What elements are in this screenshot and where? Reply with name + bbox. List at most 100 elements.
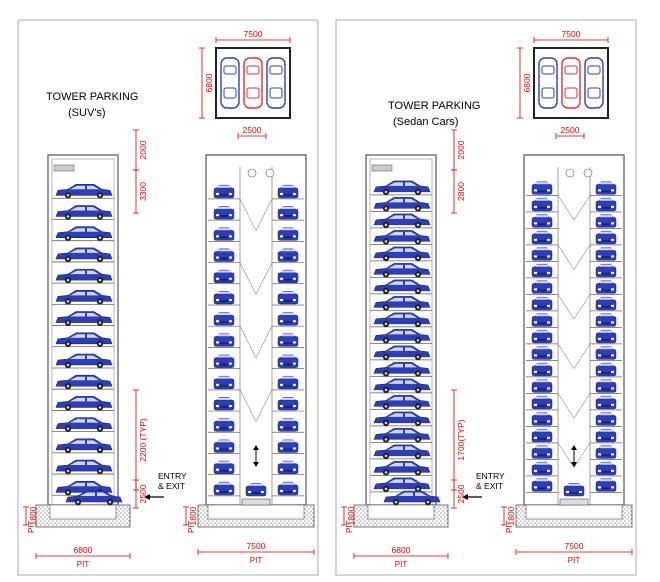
panel-0-dim-front-pit-depth: 1800 <box>183 506 198 525</box>
panel-1-plan-width-dim: 7500 <box>533 29 609 43</box>
panel-0-dim-pit-depth: 1800 <box>23 506 38 525</box>
panel-1-front-brace-a-6 <box>557 294 575 320</box>
panel-0-group: ENTRY& EXIT PIT PIT PIT PIT <box>17 19 319 576</box>
panel-1-front-brace-a-3 <box>557 244 575 270</box>
panel-0-dim-top-label: 2000 <box>138 140 148 159</box>
panel-1-bottom-right-pit: PIT <box>568 556 581 565</box>
title-suv-line1: TOWER PARKING <box>46 91 139 103</box>
title-sedan-line1: TOWER PARKING <box>388 100 481 112</box>
panel-1-front-brace-a-15 <box>557 442 575 468</box>
panel-0-front-lift-arrows <box>253 445 259 467</box>
panel-1-plan-car-rear-2 <box>587 87 601 99</box>
panel-1-entry-arrow <box>462 494 482 500</box>
panel-0-bottom-right-dim-label: 7500 <box>247 541 266 551</box>
panel-1-front-brace-a-9 <box>557 343 575 369</box>
panel-0-side-motor <box>53 164 75 172</box>
panel-1-plan-car-rear-1 <box>564 87 578 99</box>
panel-1-plan-depth-dim-label: 6800 <box>522 73 532 92</box>
panel-1-front-pit <box>525 504 623 520</box>
panel-0-side-pit <box>49 504 117 520</box>
panel-0-plan-depth-dim-label: 6800 <box>204 73 214 92</box>
panel-0-bottom-right-dim: 7500 <box>197 541 315 555</box>
panel-1-dim-second-label: 2800 <box>456 182 466 201</box>
title-sedan-line2: (Sedan Cars) <box>393 116 459 128</box>
panel-1-front-brace-b-3 <box>573 244 591 270</box>
panel-1-front-brace-b-9 <box>573 343 591 369</box>
panel-1-front-brace-b-0 <box>573 195 591 221</box>
panel-1-plan-depth-dim: 6800 <box>517 47 532 119</box>
panel-0-frame <box>17 19 319 576</box>
panel-0-entry-label-2: & EXIT <box>158 481 185 491</box>
panel-1-plan-width-dim-label: 7500 <box>562 29 581 39</box>
panel-0-front-pulley-b <box>265 168 275 178</box>
panel-1-side-pit <box>367 504 435 520</box>
panel-0-dim-bottom: 2500 <box>133 479 148 509</box>
panel-1-entry-arrow-head <box>462 494 468 500</box>
panel-0-bottom-left-dim: 6800 <box>35 545 131 559</box>
panel-0-plan-car-1 <box>243 57 263 109</box>
panel-0-entry-label-1: ENTRY <box>158 471 187 481</box>
panel-1-dim-bottom-label: 2500 <box>456 484 466 503</box>
panel-0-plan-depth-dim: 6800 <box>199 47 214 119</box>
panel-0-front-brace-b-6 <box>255 326 273 359</box>
panel-1-plan-car-0 <box>538 57 558 109</box>
panel-1-front-pit-side-label: PIT <box>505 520 514 533</box>
panel-0-dim-front-pit-depth-label: 1800 <box>188 506 198 525</box>
panel-1-front-lift-arrows <box>571 445 577 467</box>
panel-1-plan-car-window-1 <box>564 65 578 75</box>
panel-0-front-elevation <box>197 154 315 528</box>
panel-1-plan-car-2 <box>584 57 604 109</box>
panel-1-front-brace-b-15 <box>573 442 591 468</box>
panel-0-front-brace-a-0 <box>239 198 257 231</box>
panel-1-bottom-right-dim: 7500 <box>515 541 633 555</box>
panel-0-dim-second: 3300 <box>133 169 148 214</box>
panel-1-front-pulley-a <box>565 168 575 178</box>
panel-1-dim-bottom: 2500 <box>451 479 466 509</box>
panel-0-dim-typ: 2200 (TYP) <box>133 389 148 491</box>
panel-0-front-pit-side-label: PIT <box>187 520 196 533</box>
panel-1-side-elevation <box>353 154 449 528</box>
panel-0-entry-arrow-head <box>144 494 150 500</box>
panel-0-front-pulley-a <box>247 168 257 178</box>
panel-0-bottom-right-pit: PIT <box>250 556 263 565</box>
panel-0-side-elevation <box>35 154 131 528</box>
panel-1-bottom-left-dim: 6800 <box>353 545 449 559</box>
panel-0-entry-arrow <box>144 494 164 500</box>
panel-1-dim-top: 2000 <box>451 129 466 171</box>
panel-0-plan-car-window-2 <box>269 65 283 75</box>
panel-1-bottom-left-pit: PIT <box>395 560 408 569</box>
panel-0-plan-width-dim: 7500 <box>215 29 291 43</box>
panel-1-front-lift-platform <box>559 498 589 506</box>
panel-0-plan-car-window-1 <box>246 65 260 75</box>
panel-1-entry-label-2: & EXIT <box>476 481 503 491</box>
panel-1-pit-side-label: PIT <box>345 520 354 533</box>
panel-0-dim-typ-label: 2200 (TYP) <box>138 418 148 462</box>
panel-0-front-brace-b-9 <box>255 389 273 422</box>
panel-1-plan-car-1 <box>561 57 581 109</box>
panel-0-front-brace-a-3 <box>239 262 257 295</box>
panel-1-front-brace-b-6 <box>573 294 591 320</box>
panel-1-dim-typ: 1700(TYP) <box>451 389 466 491</box>
panel-0-front-brace-a-9 <box>239 389 257 422</box>
panel-1-plan-bay-dim-label: 2500 <box>561 125 580 135</box>
panel-0-bottom-left-dim-label: 6800 <box>74 545 93 555</box>
panel-1-dim-second: 2800 <box>451 169 466 214</box>
panel-1-dim-front-pit-depth: 1800 <box>501 506 516 525</box>
panel-1-entry-label-1: ENTRY <box>476 471 505 481</box>
title-suv-line2: (SUV's) <box>68 107 106 119</box>
panel-0-dim-top: 2000 <box>133 129 148 171</box>
panel-0-plan-car-2 <box>266 57 286 109</box>
panel-0-plan-car-0 <box>220 57 240 109</box>
panel-0-plan-bay-dim-label: 2500 <box>243 125 262 135</box>
panel-1-dim-top-label: 2000 <box>456 140 466 159</box>
panel-1-bottom-left-dim-label: 6800 <box>392 545 411 555</box>
panel-0-bottom-left-pit: PIT <box>77 560 90 569</box>
panel-1-front-elevation <box>515 154 633 528</box>
panel-1-dim-pit-depth: 1800 <box>341 506 356 525</box>
panel-0-front-brace-b-0 <box>255 198 273 231</box>
panel-1-dim-pit-depth-label: 1800 <box>346 506 356 525</box>
panel-1-front-pulley-b <box>583 168 593 178</box>
panel-1-dim-typ-label: 1700(TYP) <box>456 419 466 460</box>
panel-0-pit-side-label: PIT <box>27 520 36 533</box>
